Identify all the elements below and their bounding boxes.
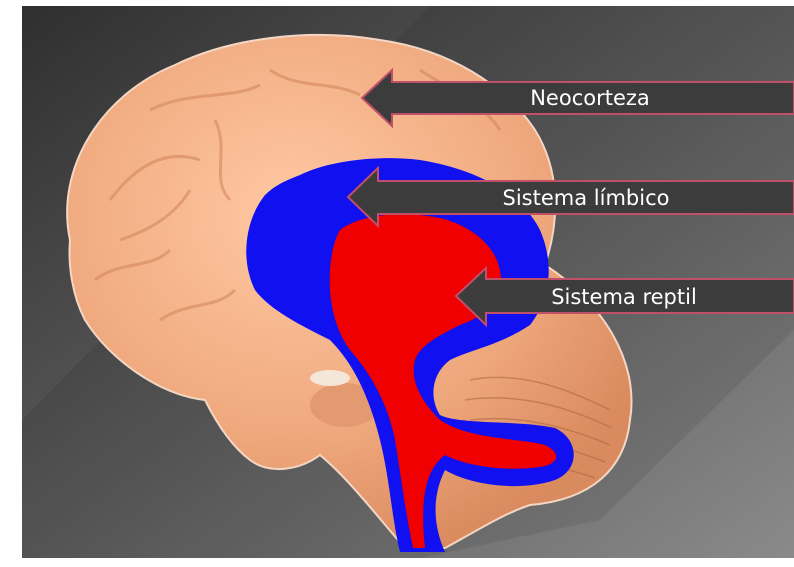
neocortex-label: Neocorteza: [530, 86, 650, 110]
optic-structure: [310, 370, 350, 386]
reptilian-label: Sistema reptil: [551, 285, 697, 309]
limbic-label: Sistema límbico: [503, 186, 670, 210]
